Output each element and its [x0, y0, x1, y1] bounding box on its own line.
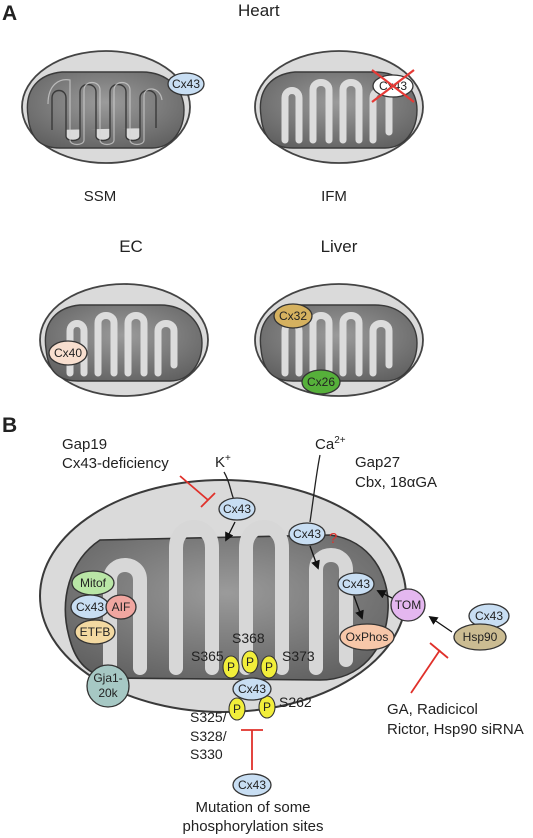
phospho-label: P [246, 655, 254, 669]
cx43-center-label: Cx43 [238, 682, 266, 696]
ifm-mitochondrion: Cx43 [254, 50, 424, 164]
ga-radicicol-label: GA, Radicicol [387, 701, 478, 718]
phospho-site [222, 655, 240, 679]
liver-cx26-chip [301, 369, 341, 395]
site-s325: S325/ [190, 709, 227, 725]
site-s365: S365 [191, 648, 224, 664]
liver-cx32-label: Cx32 [279, 309, 307, 323]
cbx-label: Cbx, 18αGA [355, 474, 437, 491]
cx43-bottom-chip [232, 773, 272, 797]
panel-a-letter: A [2, 2, 17, 25]
panel-b-letter: B [2, 414, 17, 437]
cx43-bottom-label: Cx43 [238, 778, 266, 792]
panel-b: B Gap19 Cx43-deficiency K+ Cx43 Ca2+ Gap… [2, 414, 524, 835]
ec-title: EC [119, 237, 143, 256]
potassium-label: K+ [215, 453, 231, 471]
phospho-site [241, 650, 259, 674]
cx43-mid-label: Cx43 [293, 527, 321, 541]
site-s368: S368 [232, 630, 265, 646]
liver-cx26-label: Cx26 [307, 375, 335, 389]
phospho-site [260, 655, 278, 679]
cx43-top-chip [218, 497, 256, 521]
phospho-label: P [263, 700, 271, 714]
phosphorylation-cluster: P P P P P Cx43 [222, 650, 278, 721]
aif-label: AIF [112, 600, 131, 614]
cx43-outside-label: Cx43 [475, 609, 503, 623]
hsp90-label: Hsp90 [463, 630, 498, 644]
ifm-label: IFM [321, 188, 347, 205]
phospho-label: P [233, 702, 241, 716]
hsp90-chip [453, 623, 507, 651]
cx43-right-label: Cx43 [342, 577, 370, 591]
ssm-cristae [26, 71, 185, 149]
etfb-label: ETFB [80, 625, 111, 639]
rictor-label: Rictor, Hsp90 siRNA [387, 721, 524, 738]
cx43-top-label: Cx43 [223, 502, 251, 516]
tom-complex [390, 588, 426, 622]
panel-a: A Heart Cx43 SSM Cx43 IFM EC Liver [2, 1, 424, 397]
liver-title: Liver [321, 237, 358, 256]
cx43-center-chip [232, 677, 272, 701]
calcium-label: Ca2+ [315, 435, 346, 453]
site-s373: S373 [282, 648, 315, 664]
phospho-site [228, 697, 246, 721]
question-mark: ? [329, 530, 337, 547]
mutation-note-line1: Mutation of some [195, 799, 310, 816]
gap19-label: Gap19 [62, 436, 107, 453]
hsp90-inhibition-icon [410, 642, 449, 694]
liver-mitochondrion: Cx32 Cx26 [254, 283, 424, 397]
cx43-right-chip [337, 572, 375, 596]
site-s330: S330 [190, 746, 223, 762]
ssm-mitochondrion: Cx43 [21, 50, 205, 164]
ec-cx40-label: Cx40 [54, 346, 82, 360]
ssm-cx43-chip [167, 72, 205, 96]
etfb-chip [74, 619, 116, 645]
liver-cx32-chip [273, 303, 313, 329]
gja1-label-line1: Gja1- [93, 671, 122, 685]
ec-cx40-chip [48, 340, 88, 366]
gja1-label-line2: 20k [98, 686, 118, 700]
aif-chip [105, 594, 137, 620]
gap27-label: Gap27 [355, 454, 400, 471]
mutation-note-line2: phosphorylation sites [183, 818, 324, 835]
mitof-label: Mitof [80, 576, 107, 590]
cx43-left-label: Cx43 [76, 600, 104, 614]
gap19-inhibition-icon [179, 475, 216, 508]
phospho-label: P [227, 660, 235, 674]
ec-mitochondrion: Cx40 [39, 283, 209, 397]
oxphos-label: OxPhos [346, 630, 389, 644]
cx43-deficiency-label: Cx43-deficiency [62, 455, 169, 472]
site-s328: S328/ [190, 728, 227, 744]
site-s262: S262 [279, 694, 312, 710]
oxphos-chip [339, 623, 395, 651]
gja1-20k-chip [86, 664, 130, 708]
cx43-mid-chip [288, 522, 326, 546]
tom-label: TOM [395, 598, 421, 612]
phospho-label: P [265, 660, 273, 674]
ssm-label: SSM [84, 188, 117, 205]
heart-title: Heart [238, 1, 280, 20]
ssm-cx43-label: Cx43 [172, 77, 200, 91]
mutation-inhibition-icon [241, 729, 263, 770]
absent-cross-icon [371, 69, 415, 103]
